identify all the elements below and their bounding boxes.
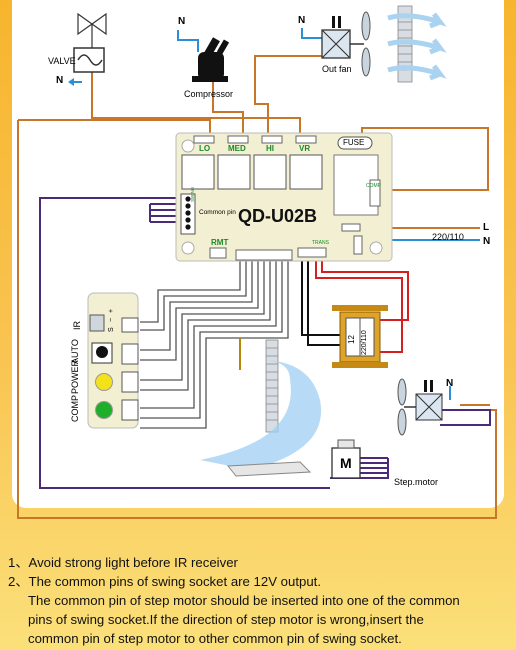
fuse-label: FUSE [343,138,365,147]
compressor-label: Compressor [184,89,234,99]
comp-label: COMP [70,395,80,422]
auto-button[interactable] [96,346,108,358]
valve-label: VALVE [48,56,76,66]
n-label-valve-top: N [178,16,186,27]
comp-led [95,401,113,419]
comp-small-label: COMP [366,183,381,189]
transformer-voltage-label: 220/110 [361,330,368,355]
relay-lo-label: LO [199,144,211,153]
relay-med-label: MED [228,144,246,153]
transformer-12-label: 12 [347,335,356,344]
step-motor-symbol [331,439,361,479]
compressor-symbol [192,37,230,82]
main-board [175,132,393,262]
notes-section: 1、Avoid strong light before IR receiver … [8,553,508,648]
power-led [95,373,113,391]
n-label-fan: N [298,15,306,26]
relay-vr-label: VR [299,144,311,153]
n-label-valve: N [56,75,64,86]
ir-label: IR [72,321,82,330]
note-2: 2、The common pins of swing socket are 12… [8,574,321,589]
transformer-symbol [332,305,388,368]
valve-symbol [73,12,107,73]
out-fan-label: Out fan [322,64,352,74]
common-pin-label: Common pin [199,209,236,216]
display-board [87,292,139,429]
l-label: L [483,222,490,233]
arrow-heads [68,78,74,86]
note-2-line-3: pins of swing socket.If the direction of… [28,612,424,627]
note-2-line-4: common pin of step motor to other common… [28,631,402,646]
n-label-swing-fan: N [446,378,454,389]
swing-label: SWING [190,186,195,202]
gray-signal-wires [140,260,289,429]
swing-fan-symbol [397,378,443,436]
relay-hi-label: HI [266,144,274,153]
note-2-line-2: The common pin of step motor should be i… [28,593,460,608]
board-model-title: QD-U02B [238,206,318,226]
out-fan-symbol [321,5,447,83]
step-motor-label: Step.motor [394,477,439,487]
rmt-label: RMT [211,238,229,247]
voltage-label: 220/110 [432,232,464,242]
ir-pin-s: S [108,327,115,332]
note-1: 1、Avoid strong light before IR receiver [8,555,238,570]
motor-m-label: M [340,455,352,471]
transformer-wires [301,255,409,353]
power-label: POWER [70,359,80,394]
swing-louver [200,339,322,477]
n-label-power: N [483,236,491,247]
trans-label: TRANS [312,240,329,246]
ir-pin-plus: + [108,308,115,313]
ir-pin-minus: − [108,317,115,322]
